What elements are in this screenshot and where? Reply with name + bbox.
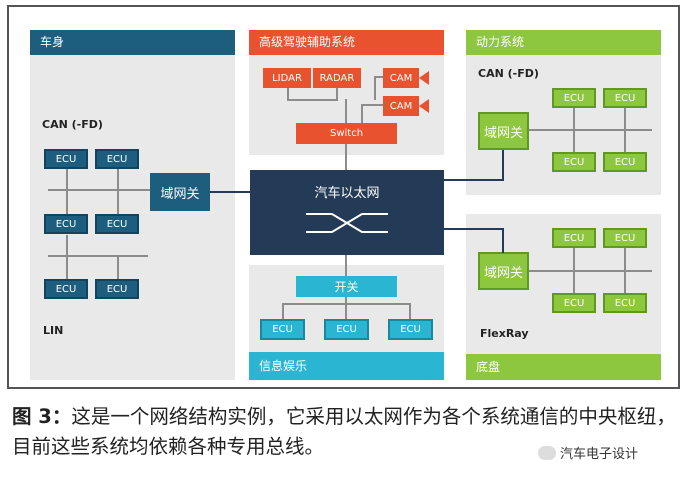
- infotainment-center-vline: [345, 297, 347, 305]
- body-ecu-3: ECU: [44, 214, 88, 234]
- body-gateway-link: [138, 189, 152, 191]
- camera-lens-icon: [419, 71, 429, 85]
- chassis-ecu-4: ECU: [603, 293, 647, 313]
- adas-lidar: LIDAR: [263, 68, 311, 88]
- camera-lens-icon: [419, 99, 429, 113]
- body-can-label: CAN (-FD): [42, 118, 103, 131]
- figure-caption: 图 3：这是一个网络结构实例，它采用以太网作为各个系统通信的中央枢纽，目前这些系…: [12, 402, 682, 462]
- adas-cam-1: CAM: [383, 68, 419, 88]
- body-ecu-1: ECU: [44, 149, 88, 169]
- chassis-bus-line: [527, 270, 652, 272]
- powertrain-drop-line-2: [624, 108, 626, 152]
- caption-lead: 图 3：: [12, 405, 72, 428]
- ethernet-link-body: [210, 191, 250, 193]
- body-can-bus-line: [48, 189, 148, 191]
- chassis-gateway: 域网关: [478, 252, 529, 290]
- ethernet-link-chassis-v: [502, 228, 504, 253]
- powertrain-can-label: CAN (-FD): [478, 67, 539, 80]
- infotainment-drop-line-2: [345, 303, 347, 320]
- body-lin-bus-line: [48, 255, 148, 257]
- chassis-ecu-1: ECU: [552, 228, 596, 248]
- chassis-panel-title: 底盘: [466, 354, 661, 380]
- ethernet-crossover-icon: [306, 213, 388, 233]
- ethernet-hub: [250, 170, 444, 255]
- adas-cam-vline-1: [374, 76, 376, 100]
- infotainment-drop-line-1: [282, 303, 284, 320]
- body-drop-line-1: [66, 160, 68, 220]
- watermark-text: 汽车电子设计: [560, 447, 639, 462]
- adas-radar: RADAR: [313, 68, 361, 88]
- adas-ethernet-link: [345, 144, 347, 170]
- caption-text: 这是一个网络结构实例，它采用以太网作为各个系统通信的中央枢纽，目前这些系统均依赖…: [12, 405, 676, 458]
- infotainment-ecu-3: ECU: [388, 319, 433, 340]
- powertrain-drop-line-1: [573, 108, 575, 152]
- powertrain-panel-title: 动力系统: [466, 30, 661, 55]
- ethernet-link-powertrain-v: [502, 150, 504, 181]
- wechat-icon: [538, 445, 556, 460]
- adas-cam-hline-1: [375, 76, 385, 78]
- powertrain-ecu-2: ECU: [603, 88, 647, 108]
- ethernet-hub-label: 汽车以太网: [314, 186, 380, 201]
- chassis-ecu-3: ECU: [552, 293, 596, 313]
- body-ecu-6: ECU: [95, 279, 139, 299]
- adas-left-hline: [287, 99, 338, 101]
- ethernet-link-chassis-h: [444, 228, 504, 230]
- powertrain-ecu-1: ECU: [552, 88, 596, 108]
- adas-switch: Switch: [296, 123, 397, 144]
- watermark: 汽车电子设计: [538, 443, 638, 462]
- adas-lidar-line: [287, 86, 289, 100]
- body-lin-label: LIN: [43, 324, 64, 337]
- chassis-drop-line-1: [573, 248, 575, 294]
- infotainment-panel-title: 信息娱乐: [249, 352, 444, 380]
- infotainment-ecu-1: ECU: [260, 319, 305, 340]
- adas-cam-hline-2: [362, 104, 385, 106]
- adas-panel-title: 高级驾驶辅助系统: [249, 30, 444, 55]
- body-ecu-5: ECU: [44, 279, 88, 299]
- chassis-ecu-2: ECU: [603, 228, 647, 248]
- ethernet-link-powertrain-h: [444, 179, 504, 181]
- body-drop-line-4: [117, 255, 119, 280]
- infotainment-switch: 开关: [296, 276, 397, 297]
- body-drop-line-2: [117, 160, 119, 220]
- adas-radar-line: [336, 86, 338, 100]
- body-ecu-2: ECU: [95, 149, 139, 169]
- body-gateway: 域网关: [150, 173, 210, 211]
- powertrain-ecu-4: ECU: [603, 152, 647, 172]
- powertrain-bus-line: [527, 129, 652, 131]
- chassis-bus-label: FlexRay: [480, 327, 529, 340]
- adas-cam-vline-2: [361, 104, 363, 125]
- body-panel-title: 车身: [30, 30, 235, 55]
- body-ecu-4: ECU: [95, 214, 139, 234]
- infotainment-drop-line-3: [409, 303, 411, 320]
- infotainment-ecu-2: ECU: [324, 319, 369, 340]
- adas-center-vline: [345, 99, 347, 125]
- powertrain-gateway: 域网关: [478, 112, 529, 150]
- adas-cam-2: CAM: [383, 96, 419, 116]
- powertrain-ecu-3: ECU: [552, 152, 596, 172]
- infotainment-ethernet-link: [345, 255, 347, 277]
- body-drop-line-3: [66, 235, 68, 280]
- chassis-drop-line-2: [624, 248, 626, 294]
